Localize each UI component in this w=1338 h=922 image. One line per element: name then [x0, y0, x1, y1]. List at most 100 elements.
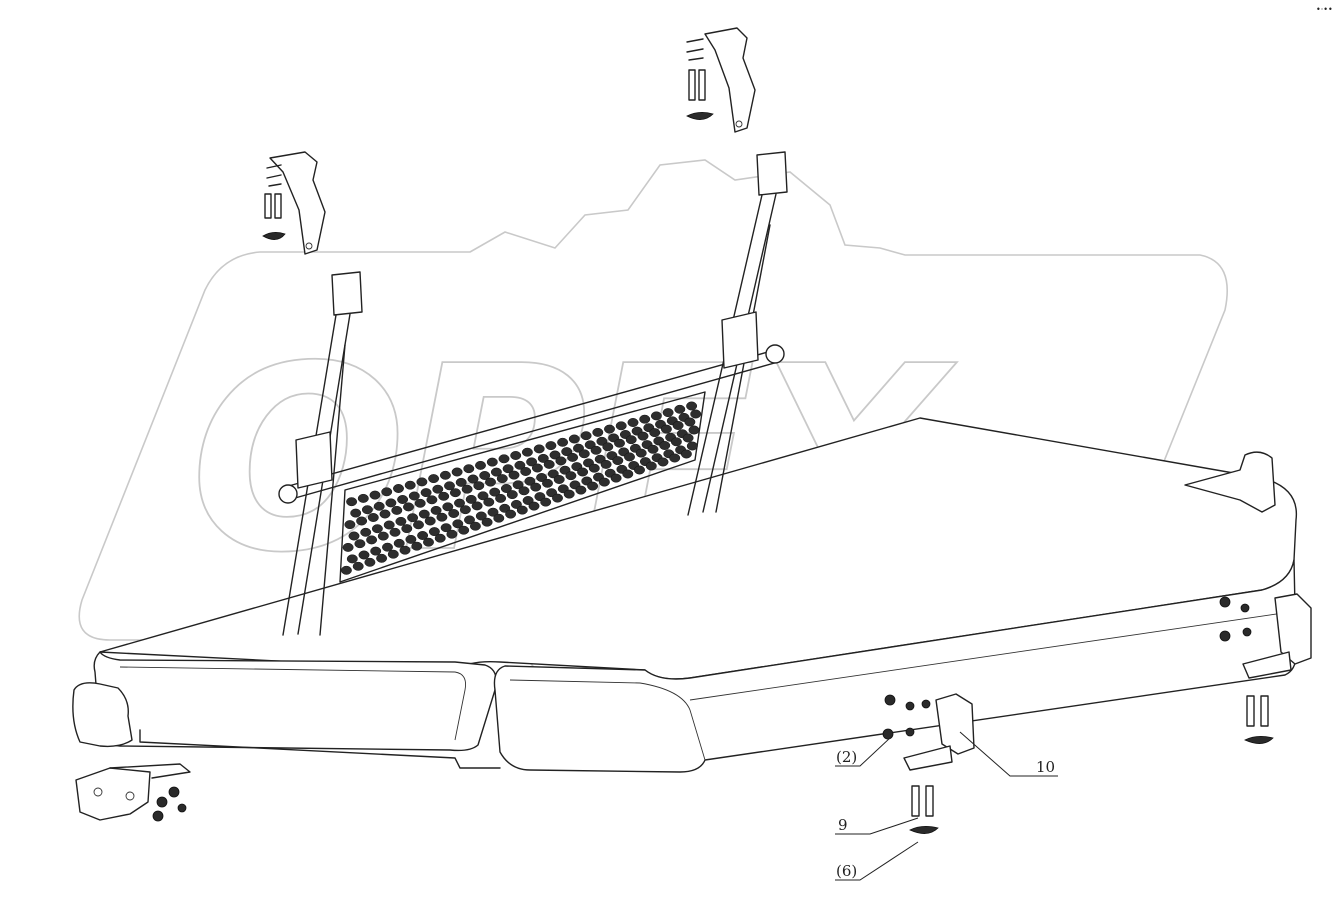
clamp-right-body	[704, 27, 756, 133]
net-mesh-cell	[377, 531, 389, 541]
net-mesh-cell	[360, 527, 372, 537]
net-mesh-cell	[614, 438, 625, 448]
net-mesh-cell	[367, 513, 379, 522]
net-mesh-cell	[598, 477, 610, 487]
net-mesh-cell	[416, 477, 428, 487]
rod-bracket-left	[295, 431, 333, 489]
net-mesh-cell	[382, 542, 393, 552]
net-mesh-cell	[487, 507, 499, 517]
net-mesh-cell	[370, 546, 382, 556]
net-mesh-cell	[508, 470, 520, 480]
clamp-left-pins	[266, 164, 282, 187]
net-mesh-cell	[688, 425, 700, 435]
net-mesh-cell	[680, 449, 692, 459]
net-mesh-cell	[657, 457, 669, 467]
clamp-left-hole	[305, 242, 313, 250]
net-mesh-cell	[387, 549, 399, 559]
hinge-middle-bolt-2	[882, 728, 894, 740]
cushion-front-right-edge	[509, 679, 706, 761]
net-mesh-cell	[543, 459, 555, 469]
leader-6	[835, 841, 919, 881]
net-mesh-cell	[568, 434, 580, 444]
net-mesh-cell	[352, 561, 364, 571]
net-mesh-cell	[500, 484, 512, 493]
net-mesh-cell	[537, 453, 549, 463]
net-mesh-cell	[393, 538, 405, 548]
net-mesh-cell	[366, 535, 378, 545]
hinge-right-bolt-3	[1246, 695, 1255, 727]
clamp-right-pins	[686, 38, 704, 61]
hinge-right-foot	[1242, 651, 1292, 679]
net-mesh-cell	[405, 534, 417, 544]
net-mesh-cell	[401, 524, 413, 534]
net-mesh-cell	[397, 495, 409, 504]
net-mesh-cell	[408, 491, 420, 501]
net-mesh-cell	[346, 497, 358, 507]
net-mesh-cell	[423, 537, 434, 547]
net-mesh-cell	[426, 495, 438, 505]
net-mesh-cell	[481, 517, 493, 527]
net-mesh-cell	[567, 452, 579, 462]
net-mesh-cell	[383, 520, 395, 530]
net-mesh-cell	[639, 414, 651, 424]
net-mesh-cell	[674, 404, 686, 414]
net-mesh-cell	[615, 421, 627, 431]
net-mesh-cell	[344, 520, 356, 530]
hinge-right-bolt-1	[1219, 596, 1231, 608]
net-mesh	[340, 401, 702, 575]
rod-end-cap-left	[278, 484, 298, 504]
net-mesh-cell	[553, 475, 565, 484]
net-mesh-cell	[521, 447, 533, 457]
net-mesh-cell	[340, 565, 352, 575]
net-mesh-cell	[637, 431, 649, 441]
net-mesh-cell	[669, 453, 681, 463]
net-mesh-cell	[475, 511, 487, 521]
net-mesh-cell	[610, 473, 622, 483]
nut-right	[686, 112, 714, 120]
net-mesh-cell	[528, 501, 540, 511]
nut-left	[262, 232, 286, 240]
bracket-left-arm	[109, 763, 191, 779]
bolt-left-2	[274, 193, 282, 219]
net-mesh-cell	[531, 463, 543, 473]
net-mesh-cell	[647, 444, 659, 454]
net-mesh-cell	[506, 490, 518, 500]
net-mesh-cell	[545, 441, 557, 451]
net-mesh-cell	[645, 461, 657, 471]
hinge-right-washer-2	[1242, 627, 1252, 637]
net-mesh-cell	[430, 505, 442, 515]
net-mesh-cell	[635, 448, 647, 458]
net-mesh-cell	[540, 497, 552, 507]
net-mesh-cell	[485, 477, 496, 487]
net-mesh-cell	[650, 411, 662, 421]
net-mesh-cell	[580, 431, 592, 441]
net-mesh-cell	[442, 502, 454, 512]
net-mesh-cell	[348, 531, 360, 541]
net-mesh-cell	[682, 433, 694, 443]
bracket-left-hole-2	[125, 791, 135, 801]
net-mesh-cell	[590, 445, 602, 455]
net-mesh-cell	[439, 470, 451, 480]
callout-label-10: 10	[1036, 758, 1055, 776]
net-mesh-cell	[389, 527, 401, 537]
net-mesh-cell	[659, 441, 671, 450]
corner-mark: •·••	[1316, 5, 1333, 14]
net-mesh-cell	[565, 471, 577, 481]
net-mesh-cell	[555, 456, 567, 466]
net-mesh-cell	[495, 493, 507, 503]
net-mesh-cell	[471, 501, 483, 511]
net-mesh-cell	[549, 450, 561, 460]
callout-label-2: (2)	[836, 748, 857, 766]
net-mesh-cell	[588, 463, 600, 473]
net-mesh-cell	[391, 505, 403, 515]
net-mesh-cell	[364, 557, 376, 567]
net-mesh-cell	[413, 520, 424, 530]
net-mesh-cell	[690, 409, 702, 419]
net-mesh-cell	[486, 457, 498, 467]
net-mesh-cell	[440, 523, 452, 533]
net-mesh-cell	[420, 488, 432, 498]
net-mesh-cell	[342, 542, 354, 552]
net-rod	[284, 349, 779, 501]
